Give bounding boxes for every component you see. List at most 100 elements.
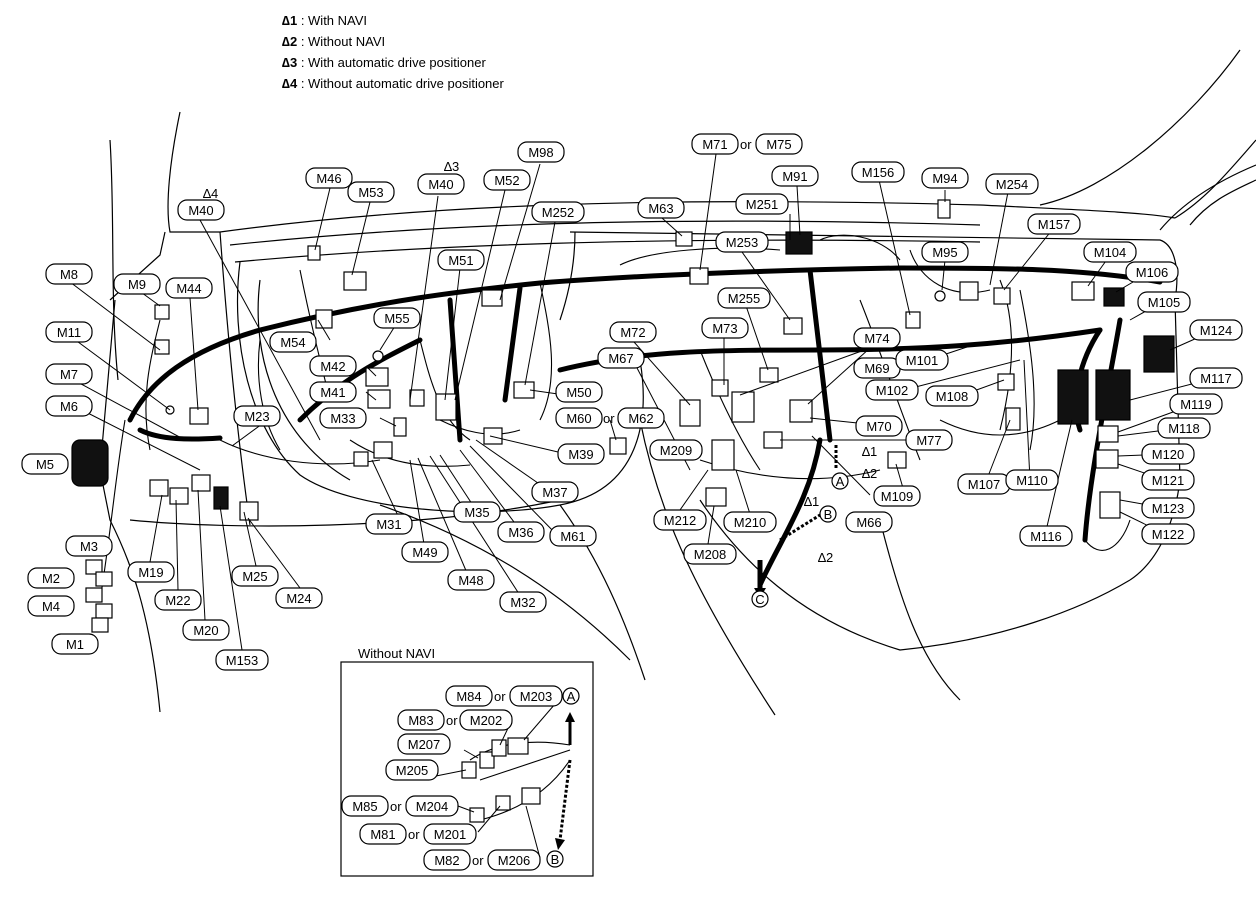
connector-blocks <box>71 199 1175 633</box>
svg-text:M67: M67 <box>608 351 633 366</box>
label-m105: M105 <box>1137 291 1191 313</box>
label-m44: M44 <box>165 277 213 299</box>
svg-text:M210: M210 <box>734 515 767 530</box>
svg-text:M4: M4 <box>42 599 60 614</box>
svg-text:M122: M122 <box>1152 527 1185 542</box>
label-m122: M122 <box>1141 523 1195 545</box>
svg-text:M48: M48 <box>458 573 483 588</box>
or-m81-m201: or <box>408 827 420 842</box>
leader-lines <box>69 153 1216 651</box>
svg-text:A: A <box>567 689 576 704</box>
svg-text:M74: M74 <box>864 331 889 346</box>
svg-text:M202: M202 <box>470 713 503 728</box>
svg-text:M25: M25 <box>242 569 267 584</box>
label-m252: M252 <box>531 201 585 223</box>
label-m23: M23 <box>233 405 281 427</box>
label-m8: M8 <box>45 263 93 285</box>
label-m3: M3 <box>65 535 113 557</box>
svg-text:M6: M6 <box>60 399 78 414</box>
label-m37: M37 <box>531 481 579 503</box>
svg-text:M94: M94 <box>932 171 957 186</box>
svg-text:M23: M23 <box>244 409 269 424</box>
label-m55: M55 <box>373 307 421 329</box>
label-m67: M67 <box>597 347 645 369</box>
legend-row-4: ∆4 : Without automatic drive positioner <box>282 76 504 91</box>
label-m82: M82 <box>423 849 471 871</box>
svg-text:M254: M254 <box>996 177 1029 192</box>
label-m77: M77 <box>905 429 953 451</box>
svg-text:M116: M116 <box>1030 529 1062 544</box>
svg-text:M20: M20 <box>193 623 218 638</box>
svg-text:M209: M209 <box>660 443 693 458</box>
label-m110: M110 <box>1005 469 1059 491</box>
svg-text:M109: M109 <box>881 489 914 504</box>
svg-text:M71: M71 <box>702 137 727 152</box>
point-c: C <box>751 590 769 608</box>
svg-text:M63: M63 <box>648 201 673 216</box>
svg-text:M203: M203 <box>520 689 553 704</box>
label-m109: M109 <box>873 485 921 507</box>
label-m119: M119 <box>1169 393 1223 415</box>
legend-row-2: ∆2 : Without NAVI <box>282 34 386 49</box>
svg-text:M35: M35 <box>464 505 489 520</box>
svg-text:M95: M95 <box>932 245 957 260</box>
label-m251: M251 <box>735 193 789 215</box>
svg-text:M5: M5 <box>36 457 54 472</box>
svg-text:M54: M54 <box>280 335 305 350</box>
svg-text:M37: M37 <box>542 485 567 500</box>
svg-text:M118: M118 <box>1168 421 1200 436</box>
svg-text:M205: M205 <box>396 763 429 778</box>
label-m116: M116 <box>1019 525 1073 547</box>
label-m85: M85 <box>341 795 389 817</box>
svg-text:A: A <box>836 474 845 489</box>
svg-text:M7: M7 <box>60 367 78 382</box>
svg-text:M32: M32 <box>510 595 535 610</box>
svg-text:M252: M252 <box>542 205 575 220</box>
label-m255: M255 <box>717 287 771 309</box>
label-m73: M73 <box>701 317 749 339</box>
svg-text:M11: M11 <box>57 325 81 340</box>
mark-s2-top: ∆2 <box>862 466 877 481</box>
label-m153: M153 <box>215 649 269 671</box>
or-m82-m206: or <box>472 853 484 868</box>
svg-text:M117: M117 <box>1200 371 1232 386</box>
label-m61: M61 <box>549 525 597 547</box>
svg-text:M50: M50 <box>566 385 591 400</box>
svg-text:M110: M110 <box>1016 473 1048 488</box>
label-m63: M63 <box>637 197 685 219</box>
svg-text:M157: M157 <box>1038 217 1071 232</box>
label-m107: M107 <box>957 473 1011 495</box>
svg-text:M121: M121 <box>1152 473 1185 488</box>
svg-text:M85: M85 <box>352 799 377 814</box>
point-b: B <box>819 505 837 523</box>
label-m49: M49 <box>401 541 449 563</box>
svg-text:M39: M39 <box>568 447 593 462</box>
label-m201: M201 <box>423 823 477 845</box>
label-m9: M9 <box>113 273 161 295</box>
label-m83: M83 <box>397 709 445 731</box>
svg-text:M75: M75 <box>766 137 791 152</box>
svg-text:M69: M69 <box>864 361 889 376</box>
label-m39: M39 <box>557 443 605 465</box>
connector-labels: M8 M9 M44 M11 M7 M6 M5 M3 M2 M4 M1 M19 M… <box>21 133 1243 671</box>
label-m2: M2 <box>27 567 75 589</box>
svg-text:M108: M108 <box>936 389 969 404</box>
or-m84-m203: or <box>494 689 506 704</box>
label-m81: M81 <box>359 823 407 845</box>
svg-text:M124: M124 <box>1200 323 1233 338</box>
svg-text:M61: M61 <box>560 529 585 544</box>
label-m84: M84 <box>445 685 493 707</box>
svg-text:M83: M83 <box>408 713 433 728</box>
svg-text:M119: M119 <box>1180 397 1212 412</box>
label-m208: M208 <box>683 543 737 565</box>
label-m42: M42 <box>309 355 357 377</box>
svg-text:M33: M33 <box>330 411 355 426</box>
svg-text:M212: M212 <box>664 513 697 528</box>
label-m120: M120 <box>1141 443 1195 465</box>
svg-text:M84: M84 <box>456 689 481 704</box>
svg-text:M123: M123 <box>1152 501 1185 516</box>
label-m157: M157 <box>1027 213 1081 235</box>
svg-text:M62: M62 <box>628 411 653 426</box>
svg-text:M107: M107 <box>968 477 1001 492</box>
